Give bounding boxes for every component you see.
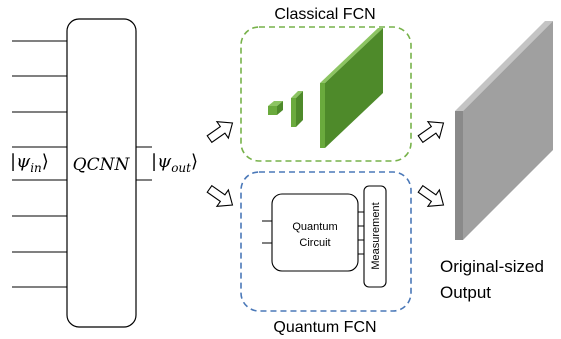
quantum-circuit-input-wires	[262, 220, 273, 244]
output-state-label: |ψout⟩	[151, 151, 198, 175]
quantum-fcn-title: Quantum FCN	[273, 319, 376, 336]
quantum-fcn-box	[240, 171, 412, 312]
arrow-quantum-to-output-icon	[417, 184, 445, 207]
fcn-layer-large	[320, 28, 383, 148]
circuit-to-measurement-wires	[358, 211, 364, 255]
fcn-layer-small	[268, 101, 283, 115]
qcnn-label: QCNN	[73, 155, 131, 175]
qcnn-output-wires	[136, 146, 152, 181]
classical-fcn-title: Classical FCN	[274, 6, 375, 23]
output-slab	[455, 21, 553, 240]
output-label-line1: Original-sized	[440, 257, 544, 276]
output-label-line2: Output	[440, 283, 491, 302]
arrow-to-classical-icon	[206, 121, 234, 144]
flow-arrows	[206, 121, 445, 207]
quantum-circuit-label-line2: Circuit	[299, 237, 330, 249]
measurement-box	[363, 185, 387, 288]
classical-fcn-layers	[268, 28, 383, 148]
fcn-layer-medium	[291, 91, 303, 127]
input-state-label: |ψin⟩	[10, 151, 49, 175]
measurement-label: Measurement	[370, 202, 382, 269]
qcnn-box	[66, 18, 137, 328]
classical-fcn-box	[240, 26, 412, 162]
quantum-circuit-box	[271, 193, 359, 272]
arrow-classical-to-output-icon	[417, 121, 445, 144]
quantum-circuit-label-line1: Quantum	[292, 221, 337, 233]
qcnn-input-wires	[12, 40, 68, 288]
arrow-to-quantum-icon	[206, 184, 234, 207]
